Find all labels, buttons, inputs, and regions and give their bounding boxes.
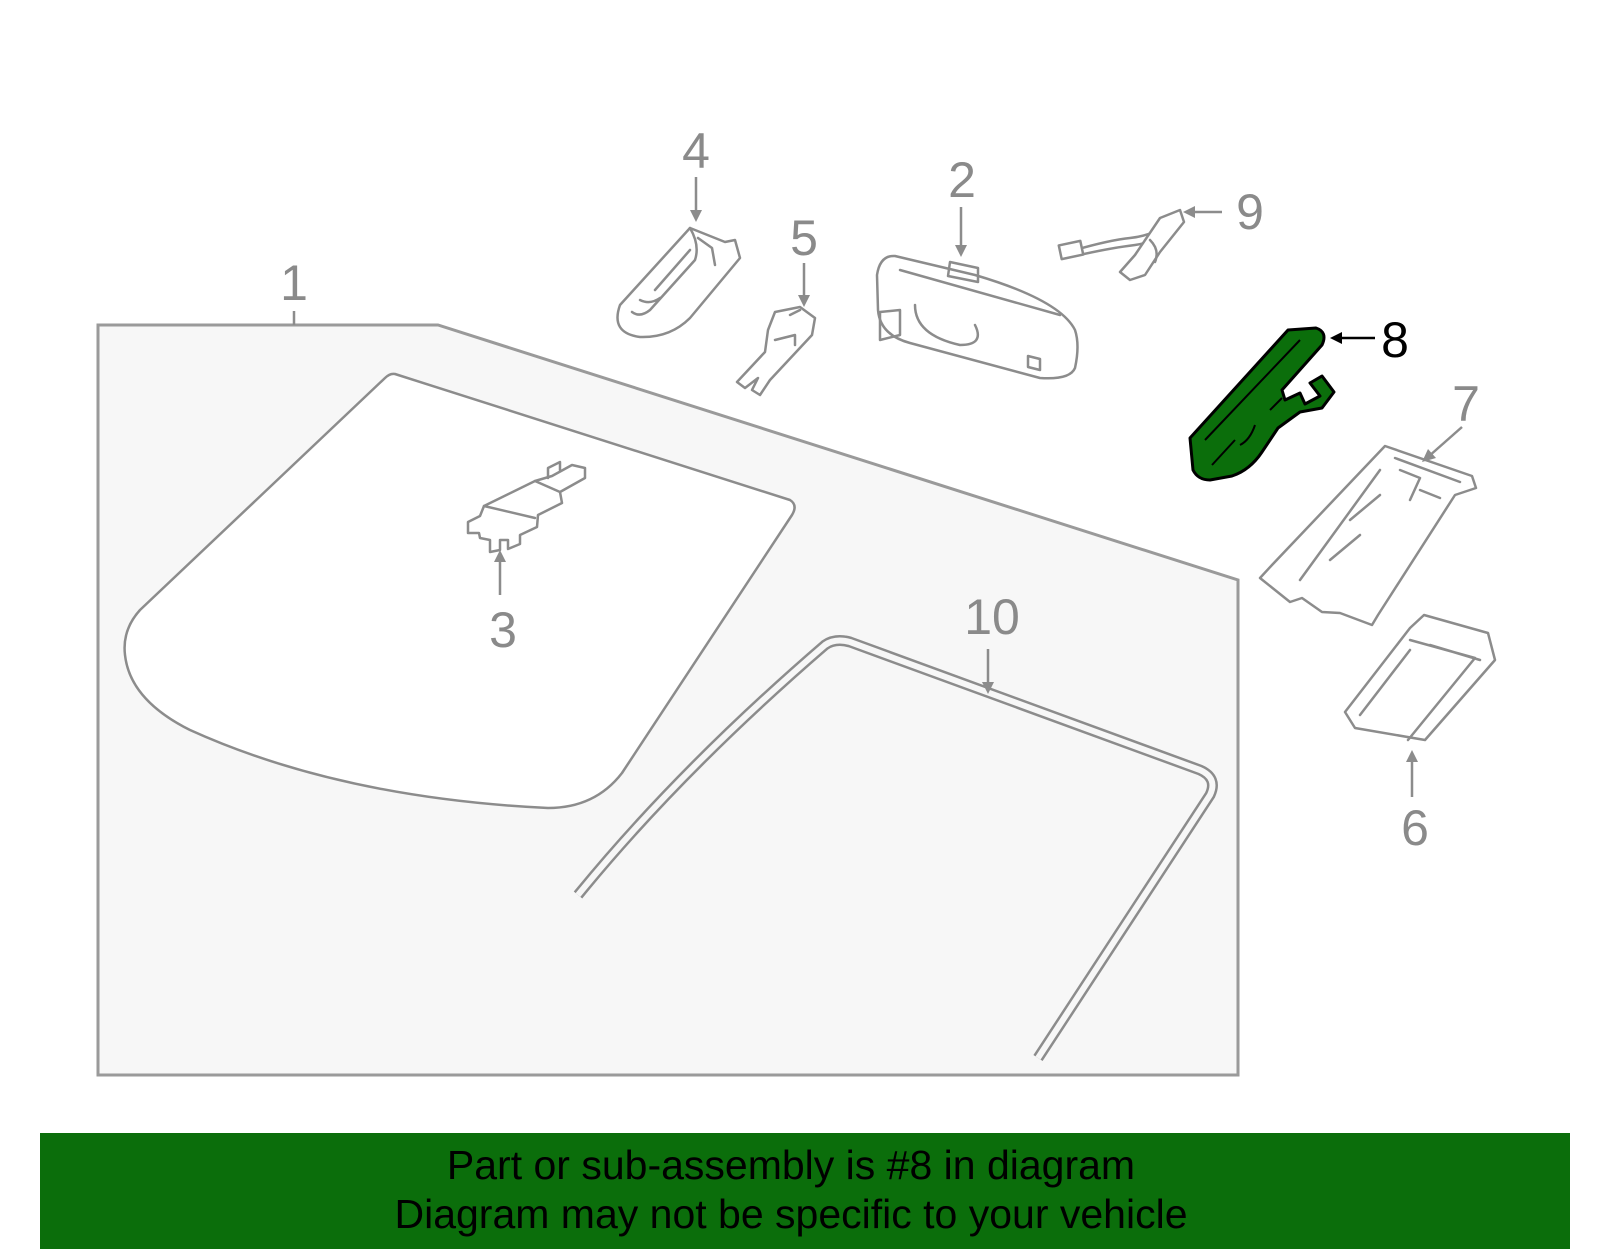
callout-5: 5 bbox=[790, 210, 818, 266]
callout-2: 2 bbox=[948, 152, 976, 208]
part-7-bracket[interactable] bbox=[1258, 444, 1478, 627]
part-8-sensor-cover[interactable] bbox=[1188, 326, 1336, 482]
part-5-clip[interactable] bbox=[735, 305, 817, 397]
callout-8: 8 bbox=[1381, 312, 1409, 368]
callout-9: 9 bbox=[1236, 184, 1264, 240]
callout-3: 3 bbox=[489, 602, 517, 658]
part-10-molding[interactable] bbox=[573, 635, 1218, 1062]
banner-line-1: Part or sub-assembly is #8 in diagram bbox=[446, 1142, 1136, 1188]
callout-4: 4 bbox=[682, 123, 710, 179]
callout-1: 1 bbox=[280, 255, 308, 311]
part-4-mirror-cover[interactable] bbox=[616, 226, 742, 339]
part-3-mirror-bracket[interactable] bbox=[466, 460, 587, 554]
part-2-rearview-mirror[interactable] bbox=[875, 254, 1079, 380]
leader-7 bbox=[1427, 426, 1463, 458]
callout-6: 6 bbox=[1401, 800, 1429, 856]
banner-line-2: Diagram may not be specific to your vehi… bbox=[394, 1191, 1188, 1237]
part-6-cover-box[interactable] bbox=[1343, 613, 1497, 742]
callout-10: 10 bbox=[964, 589, 1020, 645]
info-banner: Part or sub-assembly is #8 in diagram Di… bbox=[40, 1133, 1570, 1249]
callout-7: 7 bbox=[1452, 376, 1480, 432]
part-9-wiring-harness[interactable] bbox=[1057, 208, 1186, 282]
part-1-windshield-panel[interactable] bbox=[96, 323, 1240, 1077]
